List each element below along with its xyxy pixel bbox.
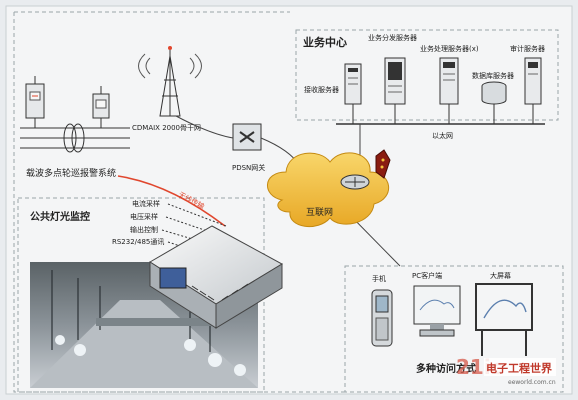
- lighting-controller-device: [149, 225, 284, 329]
- alarm-system-label: 载波多点轮巡报警系统: [26, 167, 116, 179]
- business-center-box: [295, 29, 559, 121]
- watermark-brand: 电子工程世界: [486, 361, 552, 375]
- audit-server-label: 审计服务器: [510, 44, 545, 53]
- pc-client-label: PC客户端: [412, 271, 442, 280]
- cdma-tower-icon: [138, 46, 202, 117]
- public-lighting-title: 公共灯光监控: [30, 210, 90, 223]
- router-icon: [340, 174, 370, 190]
- receiving-server-icon: [344, 63, 362, 105]
- processing-server-label: 业务处理服务器(x): [420, 44, 479, 53]
- receiving-server-label: 接收服务器: [304, 85, 339, 94]
- rs-interface-label: RS232/485通讯: [112, 237, 164, 246]
- dispatch-server-label: 业务分发服务器: [368, 33, 417, 42]
- ethernet-label: 以太网: [432, 131, 453, 140]
- processing-server-icon: [439, 57, 459, 105]
- internet-cloud: [267, 152, 390, 228]
- mobile-phone-icon: [371, 289, 393, 347]
- watermark-url: eeworld.com.cn: [508, 379, 556, 386]
- audit-server-icon: [524, 57, 542, 105]
- cdma-network-label: CDMAIX 2000骨干网: [132, 124, 201, 132]
- dispatch-server-icon: [384, 57, 406, 105]
- wireless-link-line: [117, 175, 226, 227]
- current-sampling-label: 电流采样: [132, 199, 160, 208]
- mobile-phone-label: 手机: [372, 274, 386, 283]
- carrier-coupler-ring-1: [63, 123, 77, 153]
- database-server-label: 数据库服务器: [472, 71, 514, 80]
- system-boundary-dashed: [13, 11, 345, 393]
- access-methods-label: 多种访问方式: [416, 362, 476, 375]
- database-server-icon: [481, 81, 507, 105]
- big-screen-icon: [475, 283, 533, 356]
- pdsn-gateway-icon: [232, 123, 262, 151]
- internet-label: 互联网: [306, 207, 333, 218]
- big-screen-label: 大屏幕: [490, 271, 511, 280]
- business-center-title: 业务中心: [303, 35, 347, 49]
- carrier-coupler-ring-2: [71, 123, 85, 153]
- ethernet-drops: [352, 104, 534, 124]
- tower-to-gateway-line: [175, 115, 234, 139]
- output-control-label: 输出控制: [130, 225, 158, 234]
- pc-client-icon: [413, 285, 461, 337]
- pdsn-gateway-label: PDSN网关: [232, 163, 265, 172]
- carrier-lines: [20, 118, 130, 149]
- firewall-icon: [375, 149, 391, 179]
- access-methods-box: [344, 265, 564, 393]
- watermark-logo: 21ic 电子工程世界 eeworld.com.cn: [456, 355, 556, 386]
- voltage-sampling-label: 电压采样: [130, 212, 158, 221]
